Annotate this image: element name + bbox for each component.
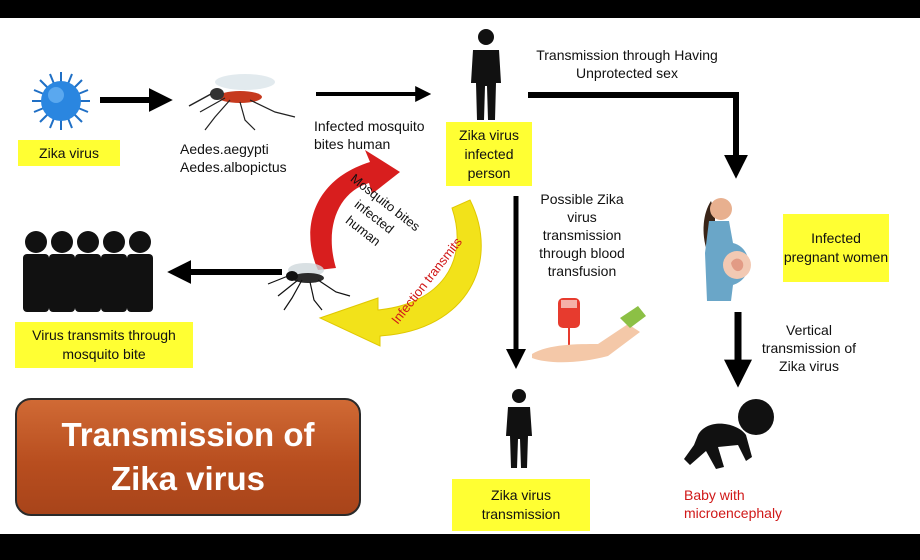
virus-label: Zika virus [18, 140, 120, 166]
bottom-black-bar [0, 534, 920, 560]
sexual-transmission-label: Transmission through Having Unprotected … [536, 47, 718, 81]
crowd-icon [23, 231, 153, 312]
blood-transfusion-label: Possible Zika virus transmission through… [539, 191, 625, 279]
species-albopictus: Aedes.albopictus [180, 159, 287, 175]
infected-person-label: Zika virus infected person [446, 122, 532, 186]
virus-icon [32, 72, 90, 130]
blood-bag-icon [532, 298, 646, 363]
species-aegypti: Aedes.aegypti [180, 141, 269, 157]
transmission-label: Zika virus transmission [452, 479, 590, 531]
mosquito-cycle-icon [267, 263, 351, 311]
mosquito-species-label: Aedes.aegypti Aedes.albopictus [180, 140, 304, 176]
diagram-title: Transmission of Zika virus [15, 398, 361, 516]
diagram-title-text: Transmission of Zika virus [61, 416, 315, 497]
cycle-arrow-red [310, 150, 400, 270]
top-black-bar [0, 0, 920, 18]
cycle-arrow-yellow [318, 199, 482, 347]
person-icon [471, 29, 501, 120]
arrow-person-to-pregnant [528, 92, 748, 179]
baby-label: Baby with microencephaly [684, 487, 783, 521]
vertical-transmission-label: Vertical transmission of Zika virus [761, 322, 857, 374]
person-small-icon [506, 389, 532, 468]
mosquito-icon [188, 74, 296, 131]
pregnant-woman-icon [703, 198, 751, 301]
baby-icon [684, 399, 774, 469]
step-infected-mosquito-bites: Infected mosquito bites human [314, 118, 425, 152]
infected-pregnant-label: Infected pregnant women [783, 214, 889, 282]
crowd-label: Virus transmits through mosquito bite [15, 322, 193, 368]
